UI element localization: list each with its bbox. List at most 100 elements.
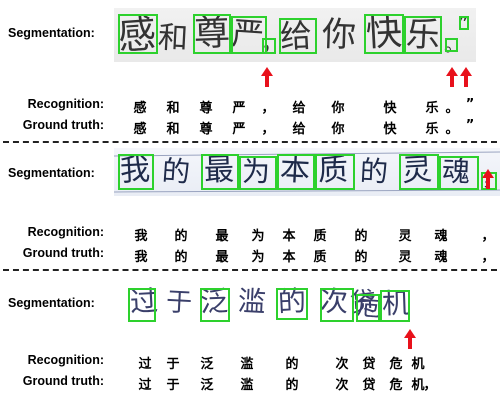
result-char: ” (465, 97, 475, 112)
result-char: 滥 (240, 378, 254, 393)
segmentation-box (276, 288, 308, 320)
result-char: 滥 (240, 357, 254, 372)
result-char: 给 (292, 122, 306, 137)
handwritten-char: ， (260, 28, 287, 58)
result-char: 严 (232, 122, 246, 137)
result-char: ” (465, 118, 475, 133)
error-arrow-icon (446, 67, 458, 87)
result-char: 魂 (434, 229, 448, 244)
result-char: 危 (389, 378, 403, 393)
result-char: 最 (215, 229, 229, 244)
segmentation-box (231, 16, 267, 54)
result-char: 过 (138, 378, 152, 393)
result-char: 质 (313, 250, 327, 265)
result-char: 过 (138, 357, 152, 372)
segmentation-box (277, 154, 315, 190)
recognition-label: Recognition: (27, 225, 104, 239)
ground-truth-result: 过 于 泛 滥 的 次 贷 危 机 ， (0, 374, 500, 393)
result-char: 的 (174, 229, 188, 244)
segmentation-box (315, 154, 355, 190)
result-char: 和 (166, 101, 180, 116)
result-char: 为 (251, 229, 265, 244)
segmentation-box (193, 14, 231, 54)
handwritten-char: 滥 (237, 284, 267, 319)
result-char: 我 (134, 250, 148, 265)
handwriting-strip: 感 和 尊 严 ， 给 你 快 乐 。 ” (114, 8, 476, 62)
segmentation-box (439, 156, 479, 190)
result-char: 于 (166, 378, 180, 393)
ground-truth-label: Ground truth: (22, 374, 104, 388)
result-char: ， (261, 101, 275, 116)
segmentation-box (279, 18, 317, 54)
handwritten-char: 和 (157, 20, 189, 57)
result-char: 。 (445, 122, 459, 137)
segmentation-label: Segmentation: (8, 166, 95, 180)
result-char: 给 (292, 101, 306, 116)
handwritten-char: 于 (165, 287, 193, 319)
handwritten-char: ” (458, 12, 469, 36)
result-char: 最 (215, 250, 229, 265)
result-char: 的 (354, 229, 368, 244)
error-arrow-icon (482, 169, 494, 189)
result-char: 的 (174, 250, 188, 265)
result-char: 你 (331, 122, 345, 137)
result-char: 感 (133, 122, 147, 137)
segmentation-box (320, 288, 354, 322)
result-char: 感 (133, 101, 147, 116)
ground-truth-result: 我 的 最 为 本 质 的 灵 魂 ， (0, 246, 500, 265)
section-divider (3, 269, 497, 271)
result-char: ， (261, 122, 275, 137)
segmentation-box (404, 16, 442, 54)
segmentation-box (201, 154, 239, 190)
result-char: 次 (335, 378, 349, 393)
result-char: ， (481, 250, 495, 265)
segmentation-box (364, 14, 404, 54)
recognition-label: Recognition: (27, 97, 104, 111)
result-char: 次 (335, 357, 349, 372)
result-char: 泛 (200, 378, 214, 393)
result-char: 机 (411, 357, 425, 372)
result-char: ， (423, 378, 437, 393)
segmentation-box (118, 154, 154, 190)
result-char: 的 (285, 357, 299, 372)
segmentation-box (356, 294, 380, 322)
result-char: 乐 (425, 122, 439, 137)
error-arrow-icon (261, 67, 273, 87)
result-char: 严 (232, 101, 246, 116)
result-char: 尊 (199, 122, 213, 137)
recognition-result: 过 于 泛 滥 的 次 贷 危 机 (0, 353, 500, 372)
segmentation-box (445, 38, 458, 52)
result-char: 本 (282, 250, 296, 265)
result-char: 于 (166, 357, 180, 372)
result-char: 泛 (200, 357, 214, 372)
result-char: 质 (313, 229, 327, 244)
handwriting-strip: 过 于 泛 滥 的 次 贷 危 机 (124, 282, 414, 326)
result-char: 的 (285, 378, 299, 393)
result-char: 灵 (398, 250, 412, 265)
result-char: 快 (383, 122, 397, 137)
result-char: 尊 (199, 101, 213, 116)
segmentation-box (399, 154, 439, 190)
ground-truth-label: Ground truth: (22, 118, 104, 132)
result-char: 和 (166, 122, 180, 137)
handwritten-char: 你 (321, 14, 357, 56)
section-divider (3, 141, 497, 143)
result-char: 的 (354, 250, 368, 265)
ground-truth-result: 感 和 尊 严 ， 给 你 快 乐 。 ” (0, 118, 500, 137)
result-char: 我 (134, 229, 148, 244)
result-char: 贷 (362, 378, 376, 393)
result-char: 灵 (398, 229, 412, 244)
segmentation-box (380, 290, 410, 322)
result-char: 贷 (362, 357, 376, 372)
segmentation-box (200, 288, 230, 322)
segmentation-box (262, 38, 276, 54)
result-char: 机 (411, 378, 425, 393)
error-arrow-icon (460, 67, 472, 87)
result-char: ， (481, 229, 495, 244)
segmentation-box (118, 14, 158, 54)
handwriting-strip: 我 的 最 为 本 质 的 灵 魂 ， (114, 148, 500, 196)
segmentation-box (459, 16, 469, 30)
result-char: 危 (389, 357, 403, 372)
handwritten-char: 为 (242, 155, 271, 188)
result-char: 你 (331, 101, 345, 116)
